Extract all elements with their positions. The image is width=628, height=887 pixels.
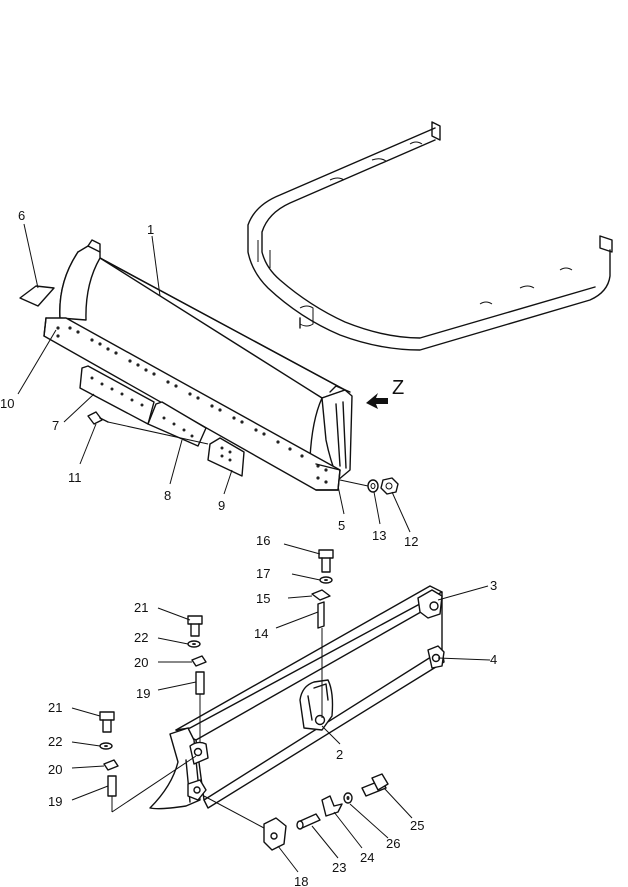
- callout-10: 10: [0, 396, 14, 411]
- part-13-washer: [367, 479, 379, 493]
- part-16-bolt: [318, 549, 334, 573]
- callout-19-lower: 19: [48, 794, 62, 809]
- part-26-washer: [343, 792, 353, 804]
- lower-blade: [149, 585, 445, 810]
- part-20-lock-upper: [191, 655, 207, 667]
- callout-5: 5: [338, 518, 345, 533]
- part-17-washer: [319, 576, 333, 584]
- callout-24: 24: [360, 850, 374, 865]
- part-15-lock-plate: [311, 589, 331, 601]
- callout-12: 12: [404, 534, 418, 549]
- blade-bolt-holes: [56, 326, 328, 484]
- callout-19-upper: 19: [136, 686, 150, 701]
- callout-13: 13: [372, 528, 386, 543]
- callout-labels: 1 2 3 4 5 6 7 8 9 10 11 12 13 14 15 16 1…: [0, 208, 497, 887]
- part-11-plow-bolt: [87, 411, 209, 445]
- part-22-washer-lower: [99, 742, 113, 750]
- callout-2: 2: [336, 747, 343, 762]
- callout-20-lower: 20: [48, 762, 62, 777]
- view-z-label: Z: [392, 377, 404, 399]
- callout-8: 8: [164, 488, 171, 503]
- callout-14: 14: [254, 626, 268, 641]
- part-19-pin-lower: [107, 755, 197, 813]
- callout-22-upper: 22: [134, 630, 148, 645]
- view-z-arrow: [366, 393, 388, 409]
- callout-16: 16: [256, 533, 270, 548]
- part-19-pin-upper: [195, 671, 205, 742]
- callout-18: 18: [294, 874, 308, 887]
- c-frame: [247, 121, 613, 351]
- part-24-plate: [321, 795, 343, 817]
- upper-blade: [43, 239, 353, 491]
- part-9-end-bit: [207, 437, 245, 477]
- callout-4: 4: [490, 652, 497, 667]
- part-25-bolt: [361, 773, 389, 797]
- part-7-cutting-edge: [79, 365, 155, 425]
- callout-26: 26: [386, 836, 400, 851]
- callout-21-upper: 21: [134, 600, 148, 615]
- part-8-cutting-edge: [147, 401, 207, 447]
- part-21-bolt-lower: [99, 711, 115, 733]
- callout-17: 17: [256, 566, 270, 581]
- part-18-bracket: [203, 795, 287, 851]
- callout-21-lower: 21: [48, 700, 62, 715]
- callout-23: 23: [332, 860, 346, 875]
- callout-22-lower: 22: [48, 734, 62, 749]
- callout-7: 7: [52, 418, 59, 433]
- callout-11: 11: [68, 470, 82, 485]
- part-21-bolt-upper: [187, 615, 203, 637]
- callout-3: 3: [490, 578, 497, 593]
- callout-6: 6: [18, 208, 25, 223]
- part-14-pin: [317, 601, 325, 718]
- callout-20-upper: 20: [134, 655, 148, 670]
- callout-9: 9: [218, 498, 225, 513]
- part-23-pin: [296, 813, 321, 830]
- leader-lines: [17, 223, 491, 873]
- callout-25: 25: [410, 818, 424, 833]
- callout-1: 1: [147, 222, 154, 237]
- part-6-end-bit: [19, 285, 55, 307]
- callout-15: 15: [256, 591, 270, 606]
- part-20-lock-lower: [103, 759, 119, 771]
- part-22-washer-upper: [187, 640, 201, 648]
- part-12-nut: [380, 477, 399, 495]
